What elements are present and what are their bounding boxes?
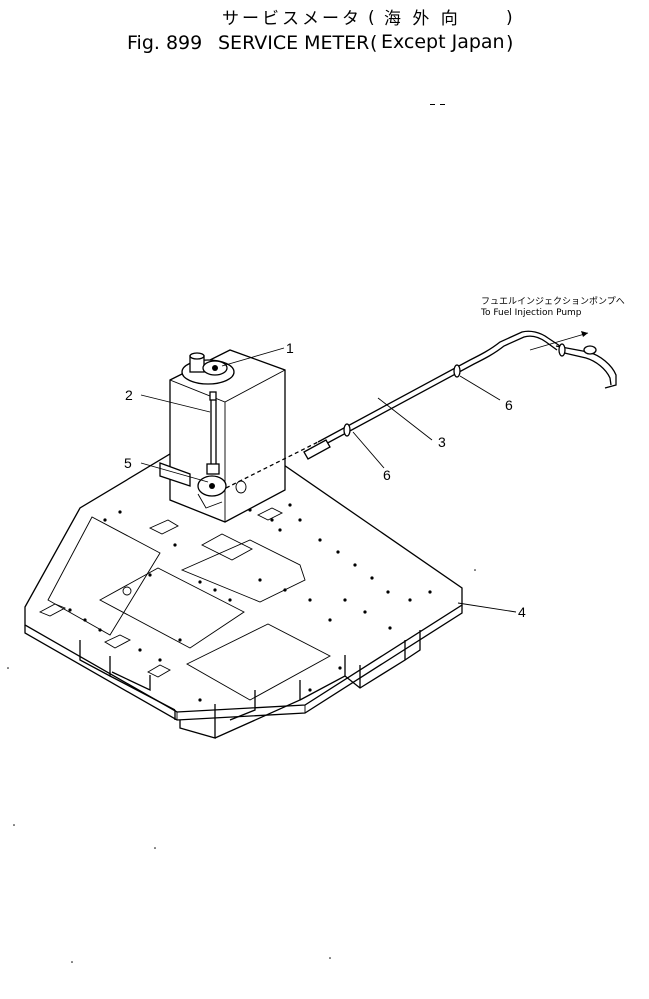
- diagram-title: サービスメータ ( 海 外 向 ) Fig. 899 SERVICE METER…: [127, 8, 516, 54]
- title-jp-paren-open: (: [368, 8, 378, 28]
- note-jp: フュエルインジェクションポンプへ: [481, 296, 625, 307]
- title-en-paren-open: (: [370, 32, 377, 54]
- title-jp-main: サービスメータ: [222, 9, 362, 29]
- floor-plate-top: [24, 429, 463, 713]
- plate-fitting: [122, 586, 132, 596]
- scan-specks: [7, 104, 476, 963]
- plate-opening-left: [47, 516, 161, 636]
- clip-a: [343, 423, 351, 437]
- arrow-head: [581, 331, 588, 337]
- plate-slot: [256, 507, 284, 521]
- callout-6b: 6: [505, 397, 513, 413]
- plate-slot: [148, 519, 179, 535]
- callout-2: 2: [125, 387, 133, 403]
- note-en: To Fuel Injection Pump: [480, 308, 582, 318]
- title-en-paren-close: ): [506, 32, 513, 54]
- floor-plate-edge: [24, 605, 463, 721]
- drive-cable-hidden: [225, 441, 319, 489]
- callout-5: 5: [124, 455, 132, 471]
- title-jp-paren-close: ): [506, 8, 516, 28]
- support-frame: [79, 630, 421, 739]
- bolt-holes: [68, 498, 432, 702]
- figure-number: Fig. 899: [127, 32, 202, 54]
- floor-plate: [24, 429, 463, 739]
- leader-lines: [140, 331, 589, 613]
- destination-note: フュエルインジェクションポンプへ To Fuel Injection Pump: [480, 296, 625, 318]
- plate-opening-right: [180, 539, 306, 603]
- cable-coupling: [303, 439, 331, 460]
- service-meter: [181, 352, 235, 385]
- plate-slot: [147, 664, 171, 678]
- plate-slot: [104, 634, 131, 649]
- clip-b: [453, 364, 461, 378]
- plate-cover: [201, 533, 253, 561]
- plate-opening-front: [186, 623, 331, 701]
- callouts: 1 2 3 4 5 6 6: [124, 340, 526, 620]
- drive-cable: [225, 330, 617, 489]
- plate-slot: [38, 603, 67, 617]
- callout-1: 1: [286, 340, 294, 356]
- drive-cable-run: [317, 330, 561, 443]
- plate-opening-center: [99, 567, 245, 649]
- bracket-plate: [159, 462, 191, 487]
- cable-clip: [558, 343, 566, 357]
- figure-name: SERVICE METER: [218, 32, 369, 54]
- title-region: Except Japan: [381, 31, 505, 53]
- callout-6a: 6: [383, 467, 391, 483]
- callout-4: 4: [518, 604, 526, 620]
- cable-end-fitting: [583, 345, 597, 355]
- title-jp-region: 海 外 向: [384, 9, 461, 29]
- meter-cable: [206, 391, 220, 475]
- callout-3: 3: [438, 434, 446, 450]
- meter-cable-nut: [209, 391, 217, 401]
